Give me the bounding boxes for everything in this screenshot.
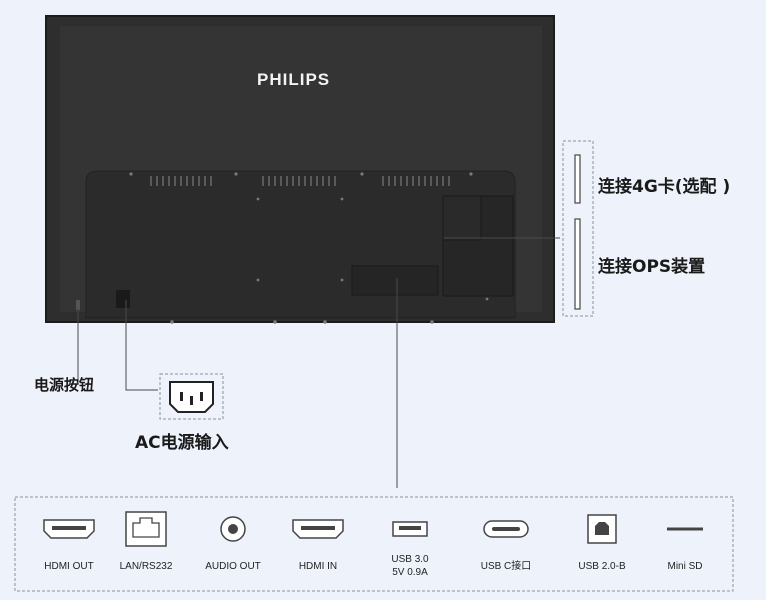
vent-grilles [150,176,450,186]
port-label: USB C接口 [466,560,546,573]
port-label: HDMI OUT [29,560,109,573]
screw-holes [129,172,489,324]
callout-power-button: 电源按钮 [34,376,95,394]
audio-jack-icon [220,516,246,542]
port-label: AUDIO OUT [193,560,273,573]
callout-ops: 连接OPS装置 [598,257,706,277]
usb-c-port-icon [483,520,529,538]
port-label-line: Mini SD [667,561,703,572]
ethernet-port-icon [125,511,167,547]
callout-ac-input: AC电源输入 [135,433,229,453]
port-label: USB 2.0-B [562,560,642,573]
port-label-line: USB C接口 [480,561,532,572]
usb-b-port-icon [587,514,617,544]
power-socket-recess [116,290,130,308]
port-label: USB 3.0 5V 0.9A [370,553,450,579]
callout-sim-card: 连接4G卡(选配 ) [598,177,731,197]
hdmi-port-icon [43,519,95,539]
port-label-line: USB 2.0-B [578,561,626,572]
port-label: Mini SD [645,560,725,573]
hdmi-port-icon [292,519,344,539]
ac-input-box [159,373,224,420]
port-label-line: AUDIO OUT [205,561,261,572]
callout-lines [77,237,560,488]
port-icons [43,511,703,547]
ops-card-slot-icon [574,218,581,310]
port-label: HDMI IN [278,560,358,573]
io-panel-block [351,265,439,296]
usb-a-port-icon [392,521,428,537]
port-label-line: USB 3.0 [391,554,429,565]
port-label-line: HDMI IN [298,561,338,572]
sim-card-slot-icon [574,154,581,204]
port-label-line-2: 5V 0.9A [392,567,428,578]
side-slot-box [562,140,594,317]
ops-slot-cover [442,195,482,241]
port-label-line: LAN/RS232 [119,561,173,572]
mini-sd-slot-icon [667,527,703,531]
port-label-line: HDMI OUT [44,561,94,572]
power-button-nub [76,300,80,310]
port-label: LAN/RS232 [106,560,186,573]
brand-logo: PHILIPS [257,70,331,89]
port-legend-box [14,496,734,592]
